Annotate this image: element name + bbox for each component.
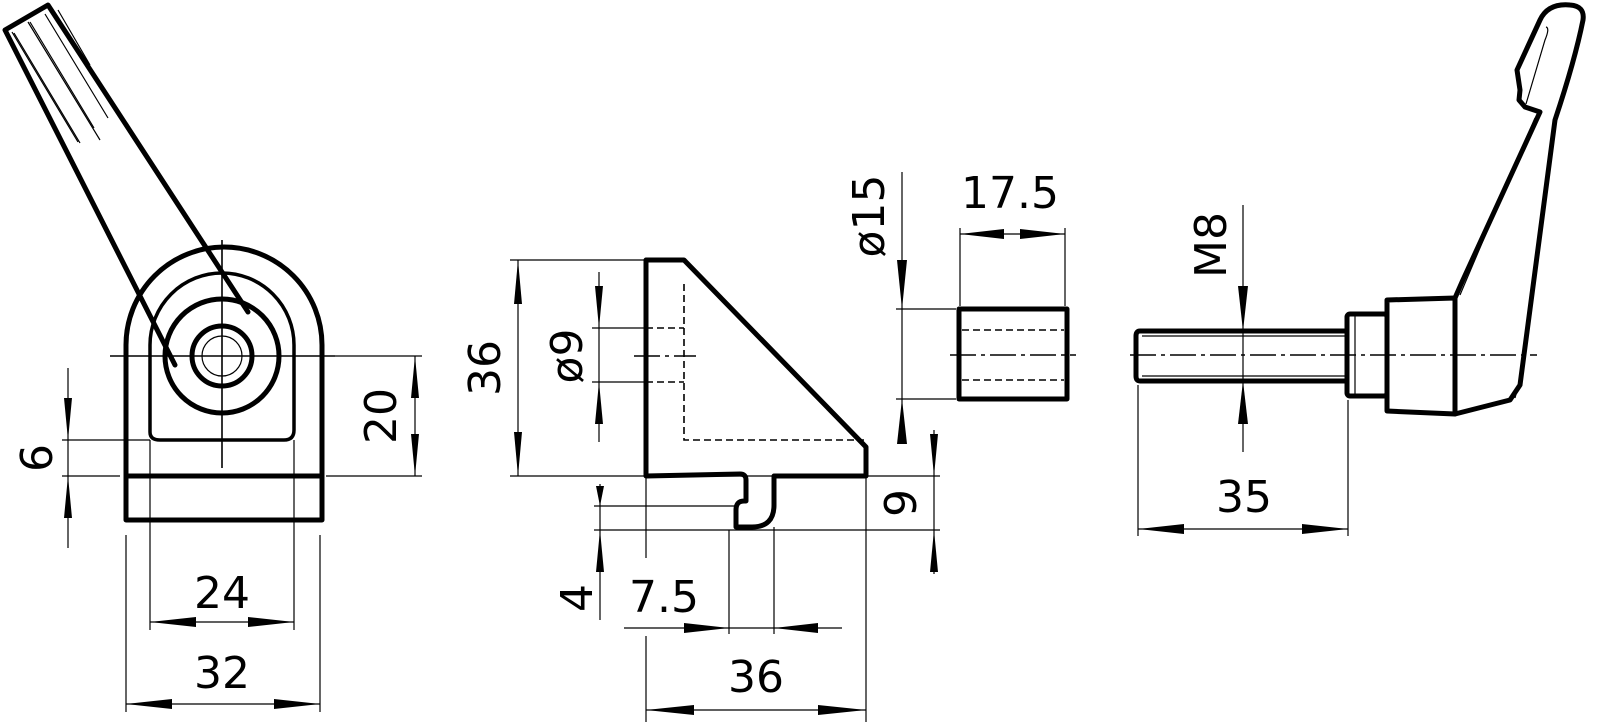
dim-9: 9 [876,489,927,517]
dim-35: 35 [1216,472,1272,523]
dim-dia-15: ø15 [844,175,895,258]
housing-outline [123,244,325,523]
dim-6: 6 [12,444,63,472]
dim-dia-9: ø9 [542,329,593,384]
dim-32: 32 [194,648,250,699]
clamp-lever-side-view: M8 35 [1130,2,1586,536]
front-view-clamp-lever: 6 20 24 32 [2,2,422,712]
dim-36-horizontal: 36 [728,652,784,703]
dim-17-5: 17.5 [961,168,1059,219]
sleeve-outline [956,306,1070,402]
dim-24: 24 [194,568,250,619]
lever-arm-outline [2,2,251,368]
dim-M8: M8 [1186,212,1237,278]
lever-handle-outline [1452,2,1586,417]
spacer-sleeve: ø15 17.5 [844,168,1076,444]
dim-36-vertical: 36 [460,340,511,396]
angle-bracket-side-view: 36 ø9 4 7.5 36 9 [460,257,940,722]
thread-outline [1133,328,1350,384]
dim-20: 20 [356,388,407,444]
dim-4: 4 [552,584,603,612]
dim-7-5: 7.5 [629,572,699,623]
bracket-outline [643,257,869,530]
